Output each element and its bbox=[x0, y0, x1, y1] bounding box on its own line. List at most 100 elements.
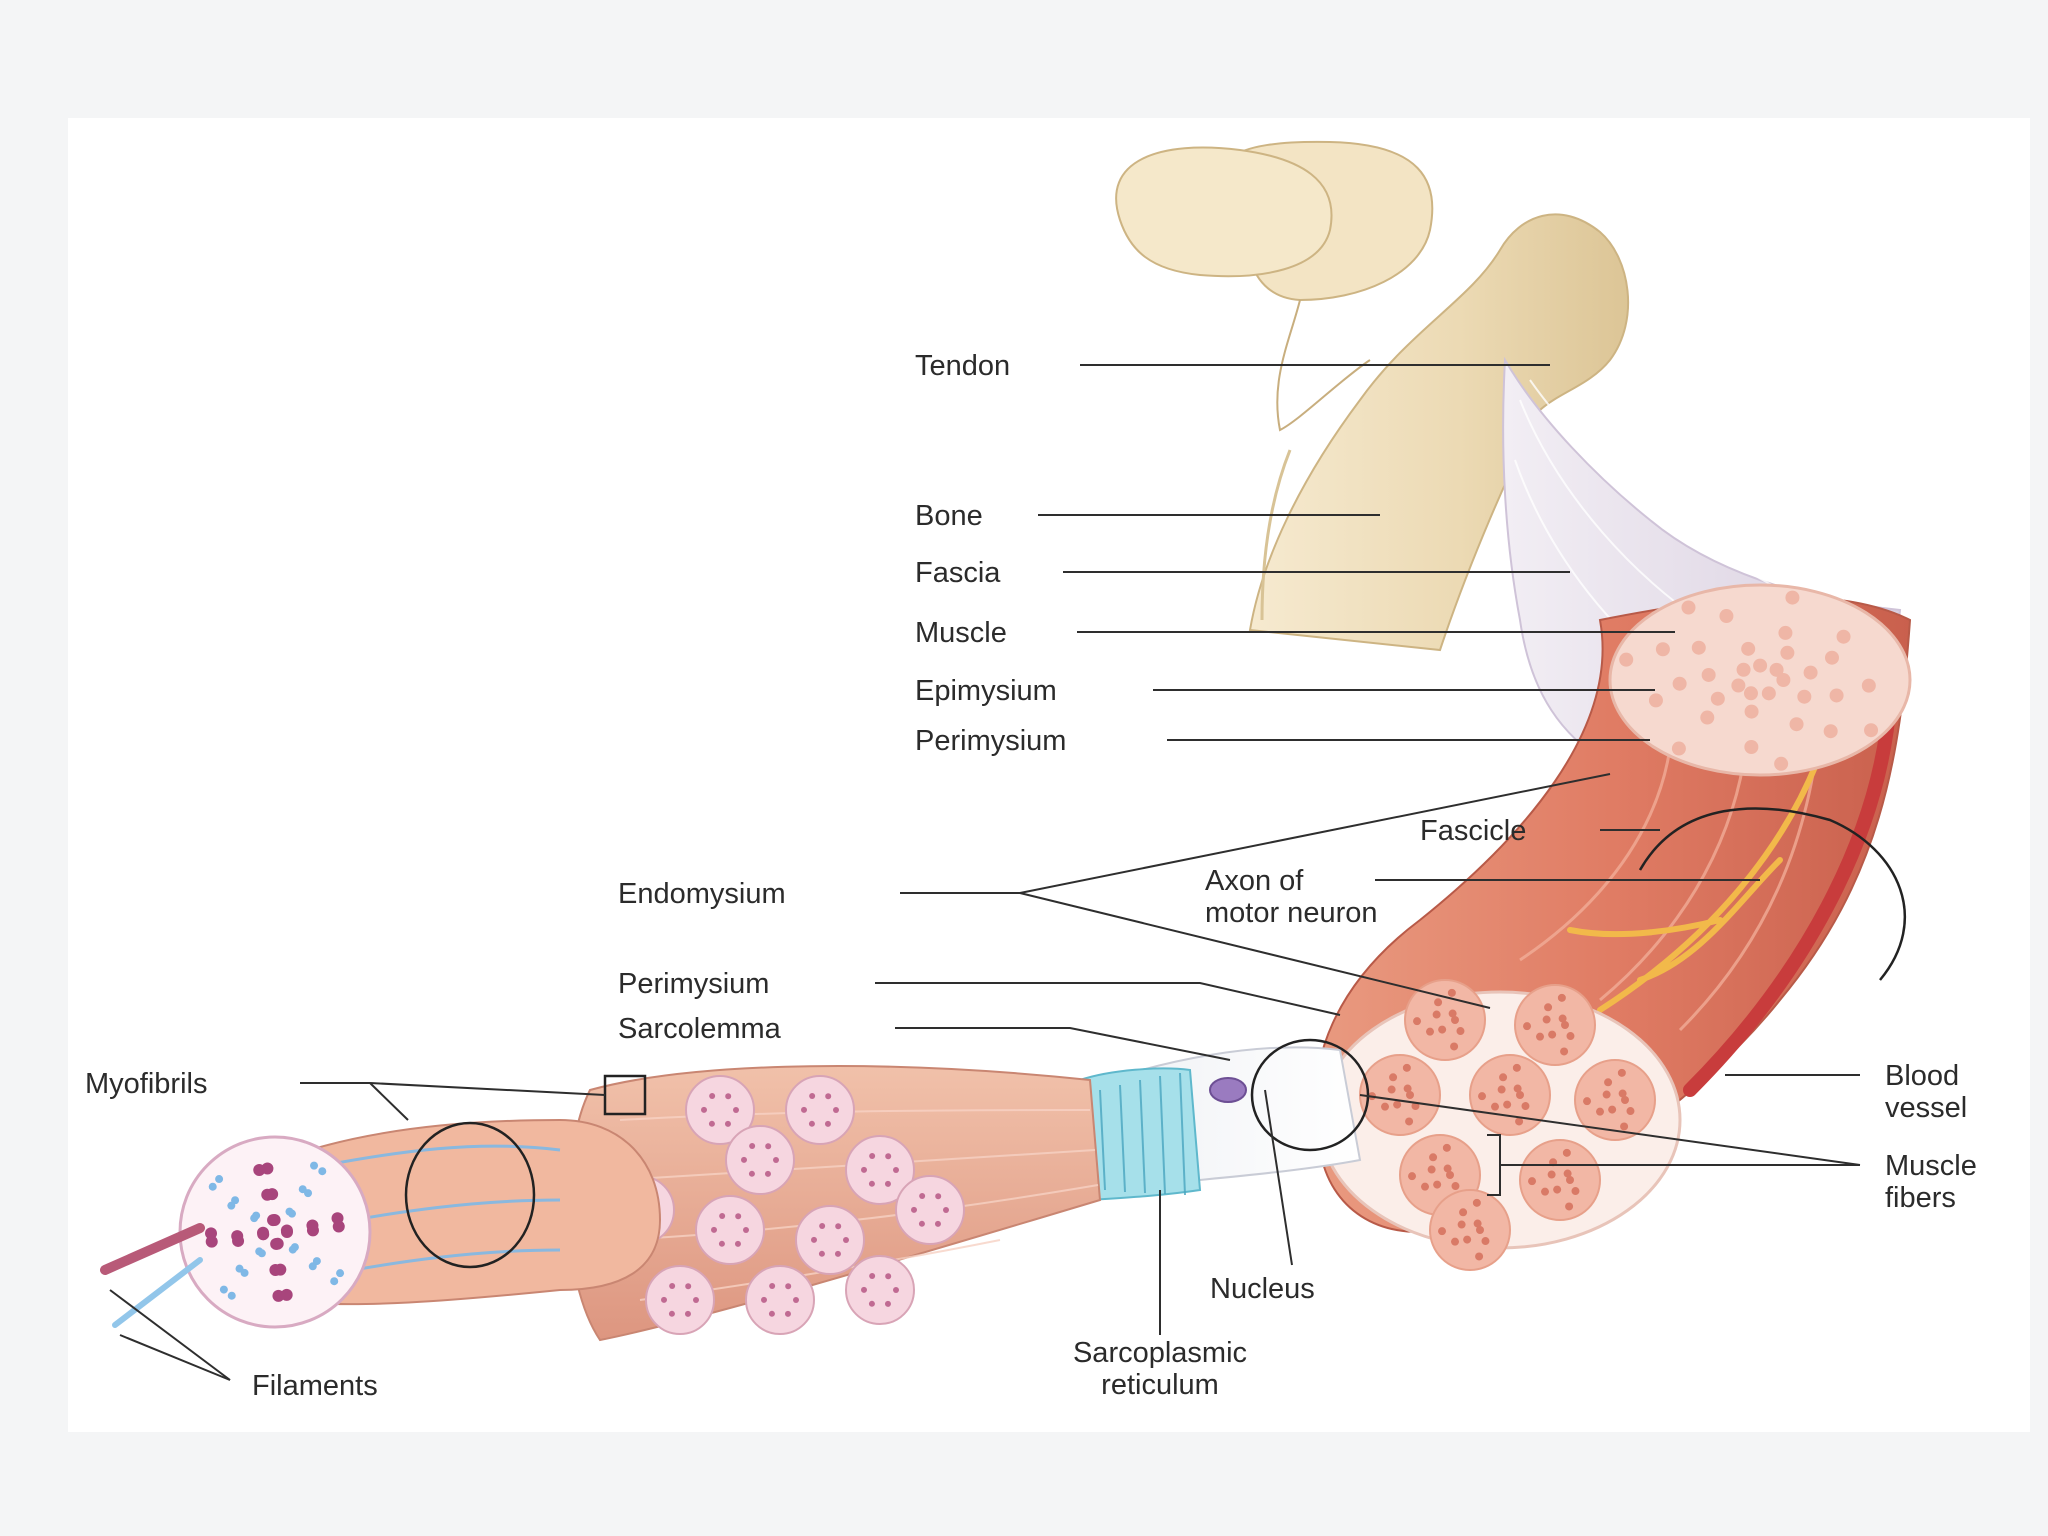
blood-vessel-shape bbox=[1683, 693, 1897, 1097]
myofibril-dot bbox=[741, 1156, 748, 1163]
label-blood-vessel-line1: Blood bbox=[1885, 1060, 1959, 1092]
muscle-fiber-dot bbox=[1429, 1153, 1438, 1162]
fascicle-dot bbox=[1681, 600, 1696, 615]
label-tendon: Tendon bbox=[915, 350, 1010, 382]
fascicle-dot bbox=[1744, 704, 1759, 719]
myofibril-dot bbox=[733, 1107, 739, 1113]
label-muscle-fibers-line2: fibers bbox=[1885, 1182, 1956, 1214]
muscle-cross-section-fascicles bbox=[1619, 590, 1879, 771]
myofibril-dot bbox=[869, 1273, 876, 1280]
fascicle-dot bbox=[1731, 678, 1746, 693]
muscle-fiber-dot bbox=[1450, 1042, 1459, 1051]
muscle-fiber-dot bbox=[1516, 1091, 1524, 1099]
muscle-fiber-dot bbox=[1421, 1182, 1430, 1191]
muscle-fiber-dot bbox=[1475, 1252, 1484, 1261]
muscle-fiber-dot bbox=[1608, 1105, 1617, 1114]
myofibril-dot bbox=[725, 1093, 732, 1100]
myofibril-dot bbox=[935, 1193, 942, 1200]
filament-dot bbox=[208, 1182, 217, 1191]
filament-dot bbox=[267, 1214, 280, 1227]
myofibril-dot bbox=[943, 1207, 949, 1213]
fascicle-dot bbox=[1719, 609, 1734, 624]
muscle-fiber-dot bbox=[1438, 1025, 1447, 1034]
muscle-fiber-dot bbox=[1387, 1085, 1396, 1094]
myofibril-dot bbox=[919, 1193, 926, 1200]
muscle-fiber-dot bbox=[1558, 1014, 1567, 1023]
muscle-fiber-dot bbox=[1561, 1021, 1569, 1029]
myofibril-dot bbox=[684, 1310, 691, 1317]
filament-dot bbox=[227, 1291, 236, 1300]
myofibril-dot bbox=[773, 1157, 779, 1163]
fascicle-bundle bbox=[1404, 979, 1486, 1061]
label-blood-vessel-line2: vessel bbox=[1885, 1092, 1967, 1124]
label-sarcoplasmic-line1: Sarcoplasmic bbox=[1073, 1337, 1247, 1369]
filament-dot bbox=[219, 1285, 228, 1294]
label-epimysium: Epimysium bbox=[915, 675, 1057, 707]
myofibril-dot bbox=[884, 1300, 891, 1307]
myofibril-dot bbox=[885, 1153, 892, 1160]
muscle-fiber-dot bbox=[1457, 1220, 1466, 1229]
filament-dot bbox=[312, 1257, 321, 1266]
fascicle-dot bbox=[1778, 625, 1793, 640]
filament-dots bbox=[205, 1161, 345, 1302]
filament-dot bbox=[280, 1288, 293, 1301]
myofibril-circle bbox=[845, 1135, 915, 1205]
fascicle-dot bbox=[1619, 652, 1634, 667]
muscle-fiber-dot bbox=[1451, 1182, 1460, 1191]
myofibril-dot bbox=[661, 1296, 668, 1303]
label-perimysium-top: Perimysium bbox=[915, 725, 1066, 757]
fascicle-dot bbox=[1861, 678, 1876, 693]
myofibril-circle bbox=[785, 1075, 855, 1145]
myofibril-dot bbox=[718, 1240, 725, 1247]
muscle-fiber-dot bbox=[1463, 1235, 1472, 1244]
muscle-fiber-dot bbox=[1541, 1187, 1550, 1196]
fascicle-dot bbox=[1824, 650, 1839, 665]
myofibril-circle bbox=[725, 1125, 795, 1195]
muscle-fiber-dot bbox=[1512, 1063, 1521, 1072]
filament-dot bbox=[257, 1249, 266, 1258]
myofibril-dot bbox=[748, 1170, 755, 1177]
muscle-fiber-dot bbox=[1497, 1085, 1506, 1094]
myofibril-dot bbox=[861, 1286, 868, 1293]
myofibril-dot bbox=[819, 1223, 826, 1230]
myofibril-dot bbox=[735, 1213, 742, 1220]
filament-dot bbox=[227, 1201, 236, 1210]
myofibril-dot bbox=[793, 1297, 799, 1303]
myofibril-dot bbox=[668, 1310, 675, 1317]
muscle-fiber-dot bbox=[1434, 998, 1443, 1007]
myofibril-dot bbox=[693, 1297, 699, 1303]
fascicle-bundles bbox=[1359, 979, 1656, 1271]
label-sarcolemma: Sarcolemma bbox=[618, 1013, 782, 1045]
fascicle-dot bbox=[1701, 667, 1716, 682]
muscle-fiber-dot bbox=[1626, 1107, 1635, 1116]
myofibril-dot bbox=[843, 1237, 849, 1243]
label-axon-line2: motor neuron bbox=[1205, 897, 1378, 929]
myofibril-dot bbox=[834, 1250, 841, 1257]
myofibril-dot bbox=[669, 1283, 676, 1290]
muscle-fiber-dot bbox=[1617, 1068, 1626, 1077]
myofibril-dot bbox=[784, 1310, 791, 1317]
myofibril-dot bbox=[749, 1143, 756, 1150]
leader-lines bbox=[109, 364, 1861, 1381]
muscle-fiber-dot bbox=[1565, 1202, 1574, 1211]
label-myofibrils: Myofibrils bbox=[85, 1068, 207, 1100]
fascicle-dot bbox=[1753, 658, 1768, 673]
label-endomysium: Endomysium bbox=[618, 878, 786, 910]
myofibril-dot bbox=[835, 1223, 842, 1230]
muscle-fiber-dot bbox=[1451, 1237, 1460, 1246]
muscle-fiber-dot bbox=[1618, 1089, 1627, 1098]
muscle-fiber-dot bbox=[1528, 1177, 1537, 1186]
muscle-fiber-dot bbox=[1548, 1030, 1557, 1039]
sarcolemma-ring bbox=[1250, 1038, 1370, 1152]
muscle-fiber-dot bbox=[1557, 993, 1566, 1002]
label-filaments: Filaments bbox=[252, 1370, 378, 1402]
filament-dot bbox=[330, 1277, 339, 1286]
fascicle-dot bbox=[1823, 724, 1838, 739]
myofibril-dot bbox=[861, 1166, 868, 1173]
myofibril-dot bbox=[685, 1283, 692, 1290]
filament-dot bbox=[285, 1207, 294, 1216]
myofibril-dot bbox=[818, 1250, 825, 1257]
muscle-fiber-dot bbox=[1456, 1027, 1465, 1036]
fascicle-dot bbox=[1864, 723, 1879, 738]
label-nucleus: Nucleus bbox=[1210, 1273, 1315, 1305]
